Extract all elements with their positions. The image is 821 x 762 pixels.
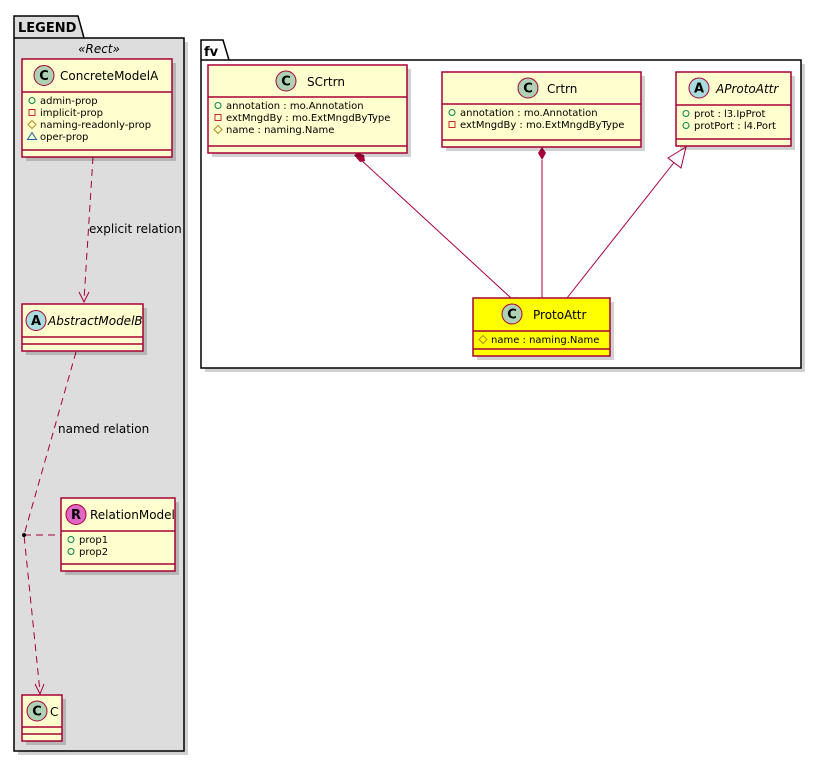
class-badge-icon <box>275 70 297 92</box>
public-visibility-icon <box>448 109 456 116</box>
public-visibility-icon <box>682 122 690 129</box>
class-badge-icon <box>517 77 539 99</box>
inheritance-arrow-icon <box>667 145 687 169</box>
class-name: RelationModel <box>90 508 175 522</box>
public-visibility-icon <box>214 102 222 109</box>
private-visibility-icon <box>28 109 36 116</box>
class-field-text: extMngdBy : mo.ExtMngdByType <box>226 113 390 124</box>
class-scrtrn[interactable]: C SCrtrn annotation : mo.AnnotationextMn… <box>207 64 411 157</box>
class-field: oper-prop <box>26 131 88 143</box>
class-field-text: protPort : l4.Port <box>694 121 776 132</box>
arrowhead-icon <box>78 291 90 304</box>
private-visibility-icon <box>214 114 222 121</box>
class-badge-icon <box>501 303 523 325</box>
svg-text:A: A <box>694 82 704 97</box>
class-field-text: oper-prop <box>40 132 88 143</box>
class-field-text: extMngdBy : mo.ExtMngdByType <box>460 120 624 131</box>
class-name: C <box>50 705 58 719</box>
class-field: extMngdBy : mo.ExtMngdByType <box>448 120 624 131</box>
class-field-text: implicit-prop <box>40 108 103 119</box>
relation-named-label: named relation <box>58 422 149 436</box>
class-name: ProtoAttr <box>533 308 586 322</box>
class-badge-icon <box>26 700 48 722</box>
class-field-text: prot : l3.IpProt <box>694 109 765 120</box>
class-field-text: name : naming.Name <box>226 125 334 136</box>
class-field: annotation : mo.Annotation <box>214 101 364 112</box>
svg-text:C: C <box>281 75 291 90</box>
class-field: protPort : l4.Port <box>682 121 776 132</box>
package-visibility-icon <box>26 131 38 140</box>
class-name: SCrtrn <box>307 75 345 89</box>
class-name: Crtrn <box>547 82 577 96</box>
relation-explicit[interactable]: explicit relation <box>78 156 182 304</box>
class-field: annotation : mo.Annotation <box>448 108 598 119</box>
relation-explicit-label: explicit relation <box>89 222 182 236</box>
svg-text:A: A <box>31 314 41 329</box>
class-name: AProtoAttr <box>715 82 779 96</box>
private-visibility-icon <box>448 121 456 128</box>
public-visibility-icon <box>67 536 75 543</box>
relation-crtrn-protoattr[interactable] <box>538 147 546 298</box>
svg-text:C: C <box>32 705 42 720</box>
svg-text:C: C <box>523 82 533 97</box>
class-field-text: prop2 <box>79 547 108 558</box>
class-field-text: admin-prop <box>40 96 98 107</box>
public-visibility-icon <box>28 97 36 104</box>
class-name: ConcreteModelA <box>60 69 159 83</box>
class-name: AbstractModelB <box>47 314 143 328</box>
public-visibility-icon <box>682 110 690 117</box>
class-field: name : naming.Name <box>478 334 599 346</box>
class-abstract-model-b[interactable]: A AbstractModelB <box>21 303 147 355</box>
class-field: name : naming.Name <box>213 124 334 136</box>
class-field-text: prop1 <box>79 535 108 546</box>
class-field-text: name : naming.Name <box>491 335 599 346</box>
class-crtrn[interactable]: C Crtrn annotation : mo.AnnotationextMng… <box>441 71 645 151</box>
class-protoattr[interactable]: C ProtoAttr name : naming.Name <box>472 297 614 360</box>
class-field: prop1 <box>67 535 108 546</box>
class-field: naming-readonly-prop <box>27 119 151 131</box>
class-field: admin-prop <box>28 96 98 107</box>
svg-text:R: R <box>71 508 81 523</box>
relation-protoattr-aprotoattr[interactable] <box>566 145 687 299</box>
svg-text:C: C <box>507 308 517 323</box>
class-field: prot : l3.IpProt <box>682 109 765 120</box>
protected-visibility-icon <box>478 334 488 345</box>
protected-visibility-icon <box>27 119 37 130</box>
relation-scrtrn-protoattr[interactable] <box>354 153 512 299</box>
relation-named[interactable]: named relation <box>22 351 149 696</box>
class-field-text: annotation : mo.Annotation <box>226 101 364 112</box>
public-visibility-icon <box>67 548 75 555</box>
class-field: implicit-prop <box>28 108 103 119</box>
composition-diamond-icon <box>354 153 365 162</box>
protected-visibility-icon <box>213 124 223 135</box>
svg-text:C: C <box>39 69 49 84</box>
class-concrete-model-a[interactable]: C ConcreteModelA admin-propimplicit-prop… <box>21 58 176 161</box>
abstract-badge-icon <box>688 77 710 99</box>
package-legend-title: LEGEND <box>18 21 77 36</box>
class-field: prop2 <box>67 547 108 558</box>
class-field-text: annotation : mo.Annotation <box>460 108 598 119</box>
class-field-text: naming-readonly-prop <box>40 120 151 131</box>
composition-diamond-icon <box>538 147 546 160</box>
class-c[interactable]: C C <box>21 694 66 745</box>
package-fv-title: fv <box>204 45 219 60</box>
abstract-badge-icon <box>25 310 47 331</box>
junction-dot <box>22 533 26 537</box>
class-field: extMngdBy : mo.ExtMngdByType <box>214 113 390 124</box>
legend-stereotype: «Rect» <box>78 42 120 56</box>
relation-badge-icon <box>65 504 87 525</box>
class-badge-icon <box>33 65 55 86</box>
arrowhead-icon <box>34 683 45 696</box>
